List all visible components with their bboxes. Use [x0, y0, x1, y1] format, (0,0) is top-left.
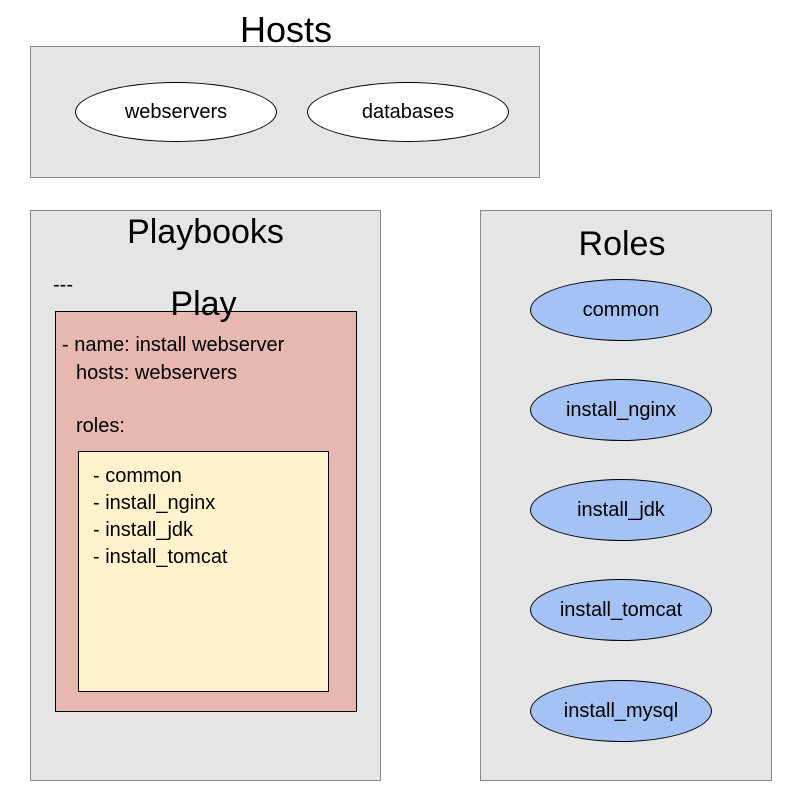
host-group-databases: databases — [307, 82, 509, 142]
hosts-panel: webservers databases — [30, 46, 540, 178]
role-node-common: common — [530, 279, 712, 341]
play-role-item: - install_tomcat — [93, 546, 228, 568]
play-role-item: - install_nginx — [93, 492, 216, 514]
role-node-install-tomcat: install_tomcat — [530, 579, 712, 641]
playbooks-panel: Playbooks --- - name: install webserver … — [30, 210, 381, 781]
roles-panel: Roles common install_nginx install_jdk i… — [480, 210, 772, 781]
yaml-document-start: --- — [53, 274, 73, 296]
play-role-list-box: - common - install_nginx - install_jdk -… — [78, 451, 329, 692]
host-group-webservers: webservers — [75, 82, 277, 142]
playbooks-title: Playbooks — [127, 213, 284, 251]
play-box: - name: install webserver hosts: webserv… — [55, 311, 357, 712]
play-name-line: - name: install webserver — [62, 334, 285, 356]
play-hosts-line: hosts: webservers — [76, 362, 238, 384]
role-node-install-nginx: install_nginx — [530, 379, 712, 441]
role-node-install-mysql: install_mysql — [530, 680, 712, 742]
play-role-item: - install_jdk — [93, 519, 194, 541]
play-roles-label: roles: — [76, 415, 125, 437]
play-title: Play — [170, 285, 237, 323]
hosts-title: Hosts — [239, 9, 333, 50]
role-node-install-jdk: install_jdk — [530, 479, 712, 541]
play-role-item: - common — [93, 465, 182, 487]
roles-title: Roles — [578, 225, 666, 263]
